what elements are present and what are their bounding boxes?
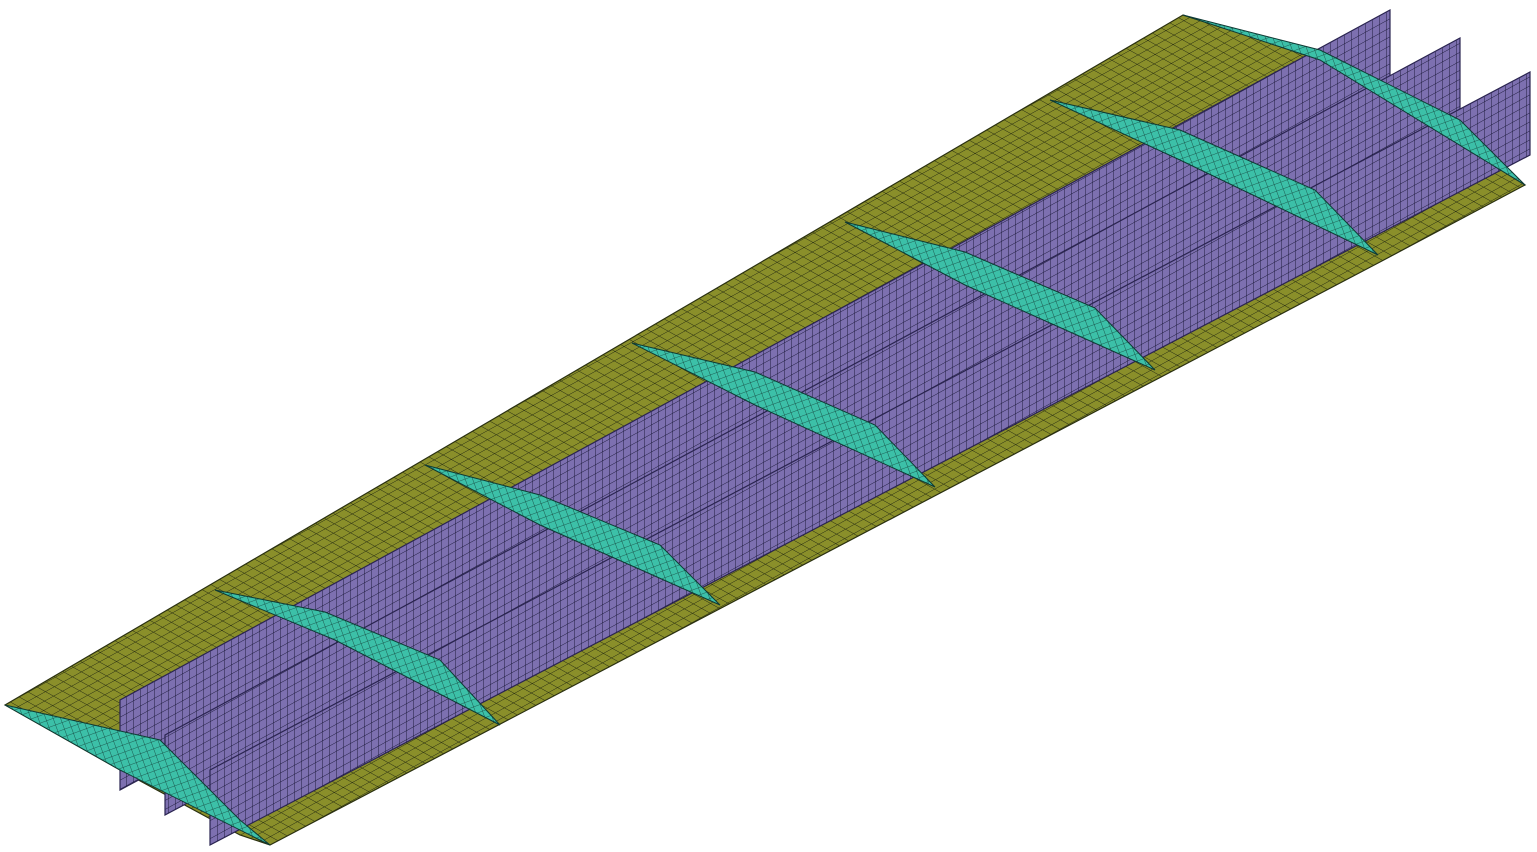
rib-4 xyxy=(631,342,936,488)
rib-5 xyxy=(844,221,1156,371)
rib-3 xyxy=(424,464,721,606)
rib-1 xyxy=(4,704,271,846)
rear-spar xyxy=(209,71,1531,846)
rib-2 xyxy=(214,589,501,726)
rib-7 xyxy=(1182,14,1526,186)
rib-6 xyxy=(1049,99,1379,256)
